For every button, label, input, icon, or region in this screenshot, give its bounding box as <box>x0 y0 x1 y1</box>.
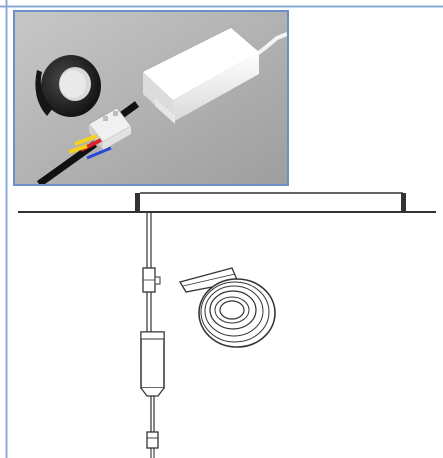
cable-connector-photo <box>68 107 132 160</box>
black-cable-lower <box>36 141 98 184</box>
led-driver-box-photo <box>143 28 259 124</box>
inline-connector <box>142 267 161 293</box>
electrical-tape-photo <box>35 55 101 117</box>
driver-box-drawing <box>140 331 165 397</box>
yellow-wire <box>74 134 98 146</box>
tape-roll-drawing <box>178 267 276 348</box>
right-mount-bracket <box>401 193 406 212</box>
blue-wire <box>86 146 112 160</box>
product-photo <box>15 12 287 184</box>
left-mount-bracket <box>135 193 140 212</box>
plug-connector-drawing <box>146 431 159 458</box>
product-photo-inset <box>13 10 289 186</box>
